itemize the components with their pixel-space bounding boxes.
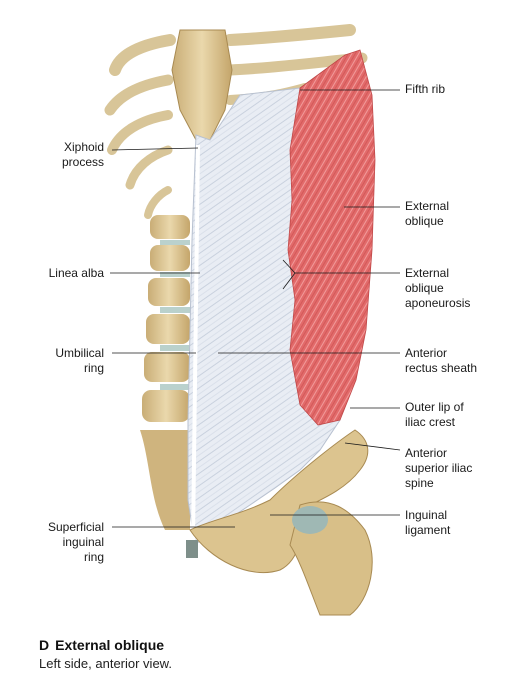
rectus-sheath-line-1: Anterior: [405, 346, 448, 360]
asis-line-1: Anterior: [405, 446, 448, 460]
ribs: [104, 24, 368, 219]
external-oblique-muscle: [287, 49, 376, 426]
aponeurosis-line-1: External: [405, 266, 450, 280]
label-outer-lip-iliac-crest: Outer lip of iliac crest: [405, 400, 464, 430]
label-xiphoid-process: Xiphoid process: [30, 140, 104, 170]
linea-alba-line: [191, 144, 200, 541]
pelvis: [186, 429, 373, 616]
umbilical-line-1: Umbilical: [55, 346, 104, 360]
umbilical-line-2: ring: [83, 361, 104, 375]
label-anterior-superior-iliac-spine: Anterior superior iliac spine: [405, 446, 472, 491]
label-superficial-inguinal-ring: Superficial inguinal ring: [20, 520, 104, 565]
label-linea-alba: Linea alba: [10, 266, 104, 281]
asis-line-2: superior iliac: [405, 461, 473, 475]
vertebral-column: [140, 215, 190, 530]
label-inguinal-ligament: Inguinal ligament: [405, 508, 450, 538]
label-external-oblique: External oblique: [405, 199, 449, 229]
label-external-oblique-aponeurosis: External oblique aponeurosis: [405, 266, 470, 311]
xiphoid-line-1: Xiphoid: [63, 140, 104, 154]
aponeurosis-line-2: oblique: [405, 281, 444, 295]
aponeurosis-line-3: aponeurosis: [405, 296, 471, 310]
inguinal-ring-line-2: inguinal: [62, 535, 104, 549]
inguinal-ring-line-1: Superficial: [47, 520, 104, 534]
figure-title: External oblique: [55, 637, 165, 653]
iliac-crest-line-1: Outer lip of: [405, 400, 464, 414]
inguinal-ring-line-3: ring: [83, 550, 104, 564]
figure-caption-subtitle: Left side, anterior view.: [39, 656, 172, 671]
label-fifth-rib: Fifth rib: [405, 82, 445, 97]
inguinal-ligament-line-1: Inguinal: [405, 508, 448, 522]
external-oblique-line-2: oblique: [405, 214, 444, 228]
external-oblique-line-1: External: [405, 199, 450, 213]
anatomy-illustration: [104, 24, 401, 616]
asis-line-3: spine: [405, 476, 434, 490]
figure-letter: D: [39, 637, 50, 653]
inguinal-ligament-line-2: ligament: [405, 523, 451, 537]
label-umbilical-ring: Umbilical ring: [20, 346, 104, 376]
figure-caption-title: D External oblique: [39, 637, 164, 653]
xiphoid-line-2: process: [61, 155, 104, 169]
fifth-rib-text: Fifth rib: [405, 82, 446, 96]
rectus-sheath-line-2: rectus sheath: [405, 361, 478, 375]
linea-alba-text: Linea alba: [48, 266, 104, 280]
label-anterior-rectus-sheath: Anterior rectus sheath: [405, 346, 477, 376]
iliac-crest-line-2: iliac crest: [405, 415, 456, 429]
leader-lines: [110, 89, 401, 528]
